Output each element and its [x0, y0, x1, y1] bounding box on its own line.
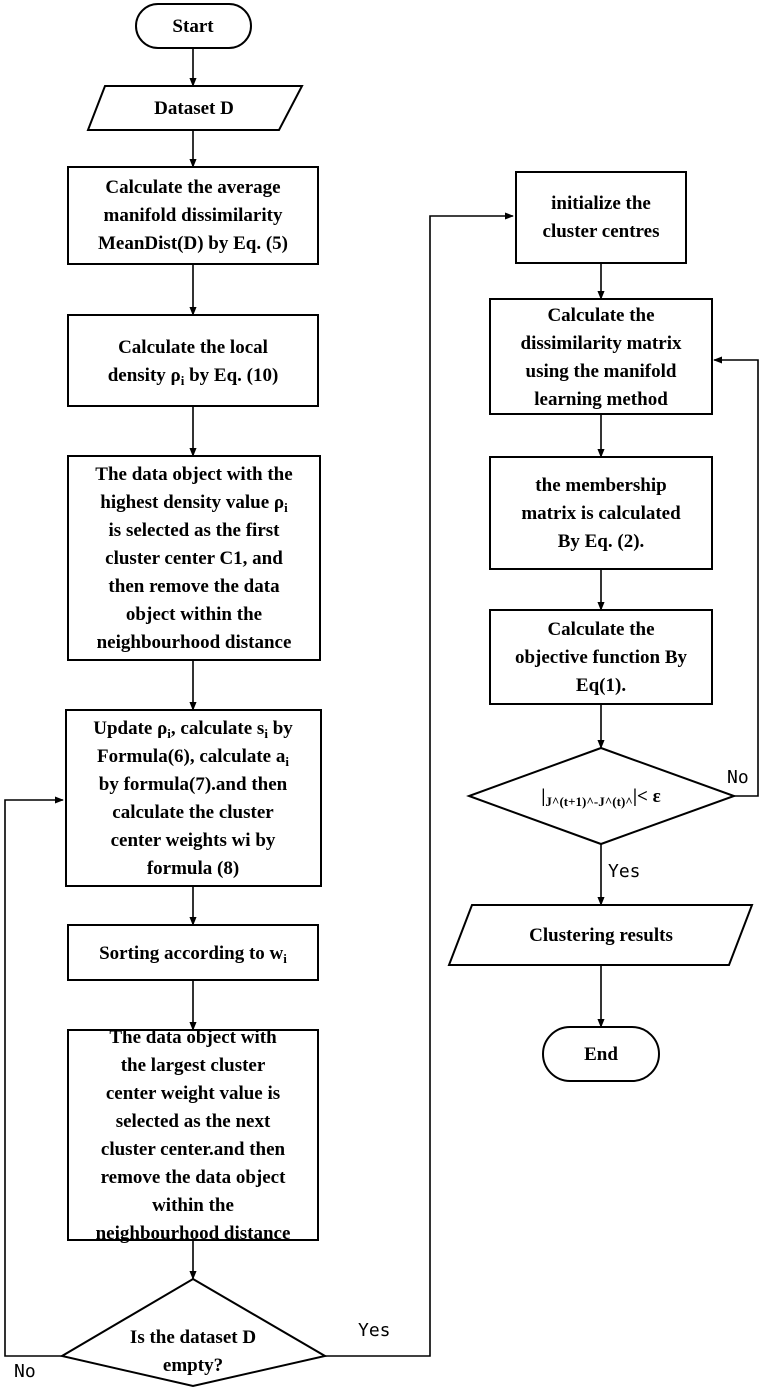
first-center-line: is selected as the first: [109, 520, 281, 541]
results-line: Clustering results: [529, 925, 673, 946]
next-center-line: center weight value is: [106, 1083, 280, 1104]
first-center-line: The data object with the: [95, 464, 292, 485]
density-process: [67, 314, 319, 407]
density-line: Calculate the local: [118, 337, 268, 358]
dissimilarity-label: Calculate the dissimilarity matrix using t…: [521, 305, 682, 410]
membership-line: the membership: [535, 475, 666, 496]
update-line: by formula(7).and then: [99, 774, 288, 795]
density-line: density ρi by Eq. (10): [108, 365, 279, 388]
sorting-label: Sorting according to wi: [99, 943, 287, 966]
first-center-line: neighbourhood distance: [97, 632, 292, 653]
next-center-line: selected as the next: [116, 1111, 271, 1132]
init-centres-line: cluster centres: [543, 221, 660, 242]
next-center-line: neighbourhood distance: [96, 1223, 291, 1244]
density-label: Calculate the local density ρi by Eq. (10…: [108, 337, 279, 388]
meandist-label: Calculate the average manifold dissimilar…: [98, 177, 288, 254]
empty-check-decision: [59, 1277, 328, 1388]
results-label: Clustering results: [529, 925, 673, 946]
dataset-label: Dataset D: [154, 98, 234, 119]
next-center-process: [67, 1029, 319, 1241]
init-centres-process: [515, 171, 687, 264]
first-center-line: cluster center C1, and: [105, 548, 283, 569]
edge-label-left-yes: Yes: [358, 1320, 391, 1341]
dissimilarity-line: learning method: [534, 389, 668, 410]
meandist-line: MeanDist(D) by Eq. (5): [98, 233, 288, 254]
convergence-decision: [466, 746, 737, 846]
sorting-line: Sorting according to wi: [99, 943, 287, 966]
first-center-label: The data object with the highest density …: [95, 464, 292, 653]
next-center-line: cluster center.and then: [101, 1139, 286, 1160]
update-line: formula (8): [147, 858, 239, 879]
next-center-line: the largest cluster: [121, 1055, 266, 1076]
empty-check-line: empty?: [163, 1355, 223, 1376]
convergence-line: |J^(t+1)^-J^(t)^|< ε: [541, 786, 661, 809]
next-center-label: The data object with the largest cluster c…: [96, 1027, 291, 1244]
arrow-empty-yes-to-init: [325, 212, 514, 1357]
dataset-input: [86, 85, 304, 131]
objective-label: Calculate the objective function By Eq(1).: [515, 619, 688, 696]
update-process: [65, 709, 322, 887]
meandist-line: manifold dissimilarity: [104, 205, 283, 226]
next-center-line: within the: [152, 1195, 234, 1216]
edge-label-right-yes: Yes: [608, 861, 641, 882]
end-line: End: [584, 1044, 618, 1065]
first-center-process: [67, 455, 321, 661]
objective-line: Calculate the: [547, 619, 654, 640]
membership-line: By Eq. (2).: [558, 531, 645, 552]
update-line: Formula(6), calculate ai: [97, 746, 289, 769]
meandist-process: [67, 166, 319, 265]
empty-check-label: Is the dataset D empty?: [130, 1327, 256, 1376]
objective-line: Eq(1).: [576, 675, 626, 696]
init-centres-line: initialize the: [551, 193, 651, 214]
membership-line: matrix is calculated: [521, 503, 681, 524]
end-label: End: [584, 1044, 618, 1065]
init-centres-label: initialize the cluster centres: [543, 193, 660, 242]
objective-line: objective function By: [515, 647, 688, 668]
dissimilarity-line: using the manifold: [526, 361, 677, 382]
connectors: [4, 48, 759, 1357]
first-center-line: object within the: [126, 604, 262, 625]
dissimilarity-process: [489, 298, 713, 415]
update-line: calculate the cluster: [112, 802, 274, 823]
dataset-line: Dataset D: [154, 98, 234, 119]
end-terminal: [542, 1026, 660, 1082]
start-line: Start: [172, 16, 214, 37]
first-center-line: then remove the data: [108, 576, 280, 597]
update-label: Update ρi, calculate si by Formula(6), ca…: [93, 718, 293, 879]
arrow-convergence-no-loop: [713, 356, 759, 797]
edge-label-right-no: No: [727, 767, 749, 788]
edge-label-left-no: No: [14, 1361, 36, 1382]
start-terminal: [135, 3, 252, 49]
membership-process: [489, 456, 713, 570]
membership-label: the membership matrix is calculated By Eq.…: [521, 475, 681, 552]
next-center-line: The data object with: [109, 1027, 277, 1048]
empty-check-line: Is the dataset D: [130, 1327, 256, 1348]
first-center-line: highest density value ρi: [100, 492, 288, 515]
dissimilarity-line: Calculate the: [547, 305, 654, 326]
meandist-line: Calculate the average: [105, 177, 280, 198]
update-line: center weights wi by: [111, 830, 276, 851]
convergence-label: |J^(t+1)^-J^(t)^|< ε: [541, 786, 661, 809]
next-center-line: remove the data object: [101, 1167, 287, 1188]
dissimilarity-line: dissimilarity matrix: [521, 333, 682, 354]
results-output: [447, 904, 754, 966]
sorting-process: [67, 924, 319, 981]
arrow-empty-no-loop: [4, 796, 64, 1357]
update-line: Update ρi, calculate si by: [93, 718, 293, 741]
objective-process: [489, 609, 713, 705]
start-label: Start: [172, 16, 214, 37]
